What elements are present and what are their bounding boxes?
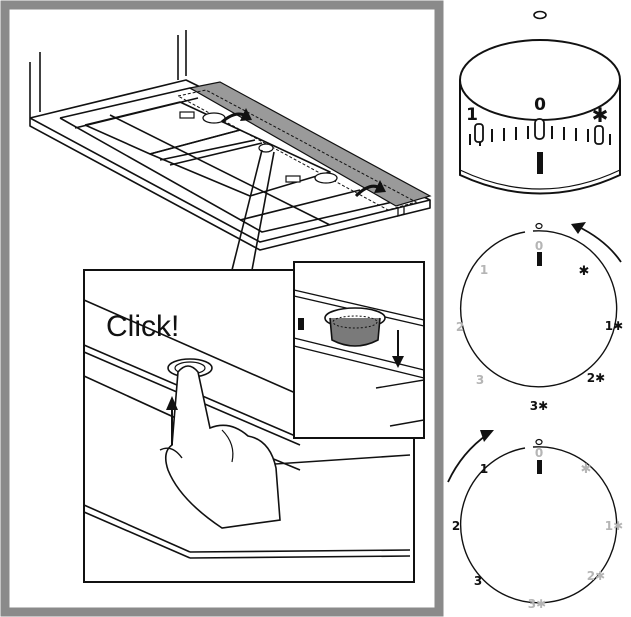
dial2-pointer bbox=[537, 460, 542, 474]
inset-detail bbox=[293, 261, 425, 439]
cooker-hood-drawing bbox=[29, 30, 431, 251]
dial1-label-1-rinse: 1✱ bbox=[605, 319, 623, 333]
dial1-arrow bbox=[576, 225, 622, 263]
dial1-label-2: 2 bbox=[456, 320, 464, 334]
filter-strip bbox=[188, 81, 432, 207]
dial-fan-direction: 0 1 2 3 ✱ 1✱ 2✱ 3✱ bbox=[447, 430, 623, 611]
pressing-hand bbox=[164, 365, 281, 529]
dial2-label-2-rinse: 2✱ bbox=[587, 569, 605, 583]
handle-upper bbox=[179, 111, 195, 119]
handle-lower bbox=[285, 175, 301, 183]
click-text: Click! bbox=[106, 310, 179, 343]
hood-filter-illustration: Click! bbox=[0, 0, 444, 617]
clip-lower bbox=[314, 172, 338, 184]
dial1-pointer bbox=[537, 252, 542, 266]
arrow-upper-head bbox=[240, 108, 252, 121]
dial1-label-0: 0 bbox=[535, 239, 543, 253]
illustration-frame bbox=[0, 0, 444, 617]
dial1-label-rinse: ✱ bbox=[579, 264, 590, 279]
dial1-label-2-rinse: 2✱ bbox=[587, 371, 605, 385]
dial1-label-3-rinse: 3✱ bbox=[530, 399, 548, 413]
installation-illustration-panel: Click! bbox=[0, 0, 444, 617]
callout-line-left bbox=[231, 149, 263, 271]
knob-label-0: 0 bbox=[534, 95, 546, 115]
dial2-label-0: 0 bbox=[535, 446, 543, 460]
dial2-label-3-rinse: 3✱ bbox=[528, 597, 546, 611]
dial2-label-1: 1 bbox=[480, 462, 488, 476]
dial2-label-3: 3 bbox=[474, 574, 482, 588]
knob-top-marker bbox=[533, 10, 547, 20]
filter-dashed-outline bbox=[177, 89, 418, 211]
latch bbox=[397, 206, 405, 217]
cup-body bbox=[329, 317, 381, 347]
dial-diagrams-panel: 1 0 ✱ 0 1 2 3 ✱ 1✱ 2✱ 3✱ 0 1 2 3 ✱ 1✱ 2✱… bbox=[444, 0, 631, 617]
dial1-label-3: 3 bbox=[476, 373, 484, 387]
clip-middle bbox=[258, 143, 274, 153]
dial2-label-rinse: ✱ bbox=[581, 462, 592, 477]
arrow-lower-head bbox=[374, 180, 386, 193]
dial2-label-2: 2 bbox=[452, 519, 460, 533]
knob-label-1: 1 bbox=[466, 105, 478, 125]
dial-diagrams: 1 0 ✱ 0 1 2 3 ✱ 1✱ 2✱ 3✱ 0 1 2 3 ✱ 1✱ 2✱… bbox=[447, 10, 623, 611]
knob-zero-marker bbox=[534, 118, 545, 140]
callout-line-right bbox=[251, 151, 275, 271]
dial-rinse-direction: 0 1 2 3 ✱ 1✱ 2✱ 3✱ bbox=[456, 222, 623, 413]
knob-pointer bbox=[537, 152, 543, 174]
dial1-label-1: 1 bbox=[480, 263, 488, 277]
dial2-label-1-rinse: 1✱ bbox=[605, 519, 623, 533]
knob-rinse-icon: ✱ bbox=[592, 103, 609, 127]
control-knob: 1 0 ✱ bbox=[459, 10, 621, 195]
